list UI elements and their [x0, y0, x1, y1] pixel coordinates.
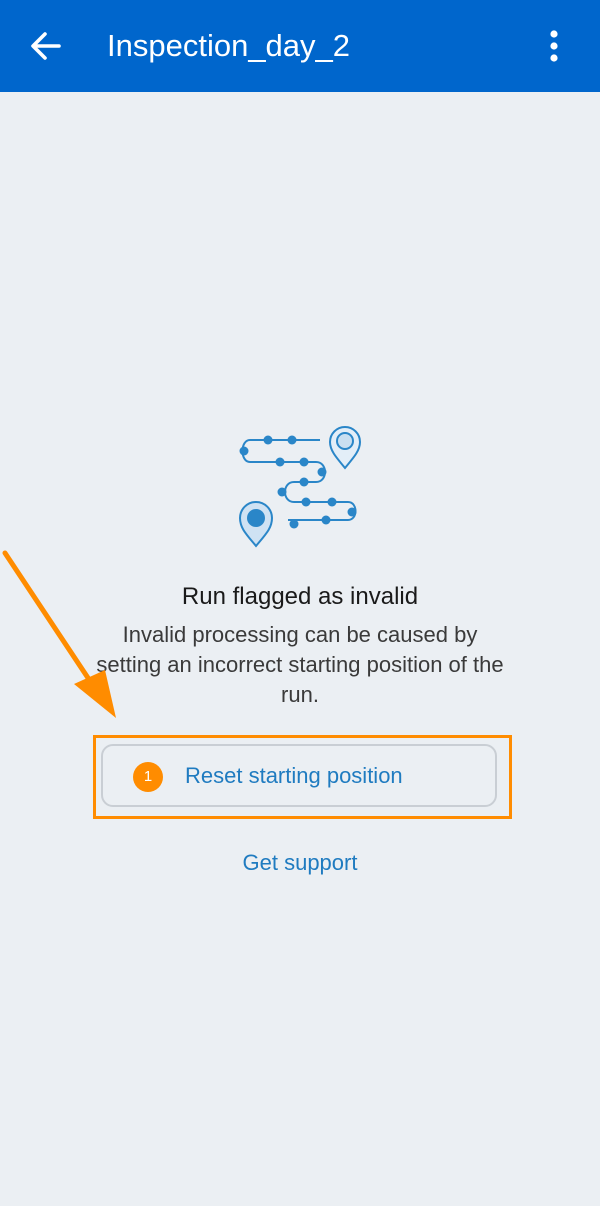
- get-support-link[interactable]: Get support: [242, 850, 358, 875]
- route-with-location-pins-icon: [238, 426, 362, 548]
- page-title: Inspection_day_2: [107, 28, 351, 63]
- error-heading: Run flagged as invalid: [181, 583, 419, 610]
- arrow-left-icon: [31, 32, 61, 60]
- back-button[interactable]: [22, 22, 70, 70]
- app-bar: Inspection_day_2: [0, 0, 600, 92]
- error-description: Invalid processing can be caused by sett…: [96, 622, 504, 707]
- reset-starting-position-button[interactable]: Reset starting position: [101, 744, 497, 807]
- more-options-button[interactable]: [530, 22, 578, 70]
- reset-starting-position-label: Reset starting position: [185, 763, 403, 788]
- step-number-badge: 1: [133, 762, 163, 792]
- more-vertical-icon: [550, 30, 558, 62]
- annotation-arrow-icon: [2, 550, 116, 718]
